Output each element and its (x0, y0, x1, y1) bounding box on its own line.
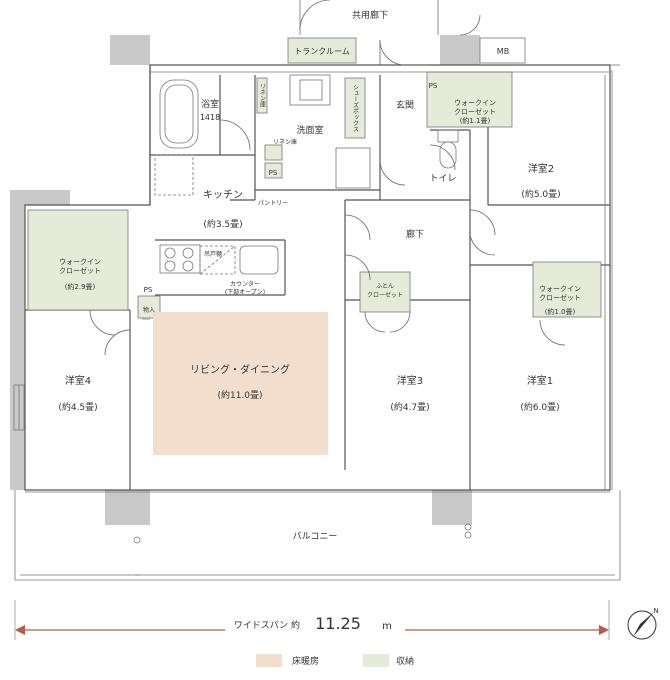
legend: 床暖房 収納 (256, 654, 414, 667)
windows (13, 71, 610, 490)
wic-left-label: ウォークインクローゼット (59, 258, 101, 275)
wic-right-size-label: (約1.0畳) (545, 307, 576, 316)
shoes-box-label: シューズボックス (352, 84, 359, 132)
compass: N (627, 607, 659, 640)
width-span-unit: m (382, 621, 392, 632)
toilet-fixture (437, 129, 459, 169)
toilet-label: トイレ (429, 174, 456, 184)
bath-label: 浴室 (201, 98, 219, 110)
linen-shelf-2-label: リネン庫 (273, 138, 297, 146)
width-span-label: ワイドスパン 約 (234, 619, 300, 631)
outline (14, 64, 621, 581)
wic-top-size-label: (約1.1畳) (460, 116, 491, 125)
partitions (25, 75, 610, 490)
bedroom1-label: 洋室1 (527, 374, 553, 387)
counter-note-label: (下部オープン) (225, 288, 265, 296)
mb-label: MB (497, 47, 509, 56)
wic-right-label: ウォークインクローゼット (539, 285, 581, 302)
legend-storage-label: 収納 (396, 655, 414, 667)
storage-small-label: 物入 (143, 306, 155, 314)
kitchen-fixtures (154, 154, 279, 275)
legend-floor-heating-label: 床暖房 (292, 655, 319, 667)
entrance-label: 玄関 (396, 99, 414, 111)
ps-1-label: PS (429, 82, 438, 90)
compass-n-label: N (653, 607, 658, 615)
walls (10, 35, 480, 525)
bedroom2-label: 洋室2 (528, 162, 554, 175)
living-size-label: (約11.0畳) (217, 389, 262, 401)
corridor-area (287, 0, 526, 66)
ps-2-label: PS (269, 169, 278, 177)
wic-top-label: ウォークインクローゼット (454, 99, 496, 116)
common-corridor-label: 共用廊下 (352, 9, 388, 21)
bath-size-label: 1418 (200, 113, 220, 122)
legend-swatch-storage (363, 654, 389, 667)
doors (89, 14, 566, 356)
pantry-label: パントリー (258, 200, 288, 207)
bedroom1-size-label: (約6.0畳) (520, 401, 559, 413)
bath-fixtures (159, 79, 199, 149)
ps-3-label: PS (144, 286, 153, 294)
bedroom3-label: 洋室3 (397, 374, 423, 387)
bedroom4-size-label: (約4.5畳) (58, 401, 97, 413)
cupboard-label: 吊戸棚 (204, 250, 222, 258)
kitchen-size-label: (約3.5畳) (203, 218, 242, 230)
storage-areas (27, 71, 602, 319)
wic-left-size-label: (約2.9畳) (65, 282, 96, 291)
washroom-label: 洗面室 (296, 124, 323, 136)
balcony-label: バルコニー (293, 531, 338, 542)
futon-closet-label: ふとんクローゼット (367, 283, 403, 299)
legend-swatch-floor-heating (256, 654, 282, 667)
living-label: リビング・ダイニング (190, 363, 290, 376)
room-labels: 共用廊下 トランクルーム MB 浴室 1418 リネン庫 リネン庫 洗面室 シュ… (58, 9, 581, 542)
width-span: ワイドスパン 約 11.25 m (14, 600, 610, 640)
hall-label: 廊下 (406, 228, 424, 240)
floor-heating-area (153, 312, 328, 455)
bedroom2-size-label: (約5.0畳) (521, 188, 560, 200)
bedroom4-label: 洋室4 (65, 374, 91, 387)
washroom-fixtures (289, 74, 371, 189)
width-span-value: 11.25 (315, 614, 361, 633)
linen-shelf-1-label: リネン庫 (259, 83, 266, 108)
bedroom3-size-label: (約4.7畳) (390, 401, 429, 413)
kitchen-label: キッチン (203, 189, 243, 201)
compass-arrow-icon (633, 612, 654, 637)
trunk-room-label: トランクルーム (294, 47, 350, 56)
balcony-fixtures (133, 523, 472, 576)
counter-label: カウンター (230, 280, 260, 288)
